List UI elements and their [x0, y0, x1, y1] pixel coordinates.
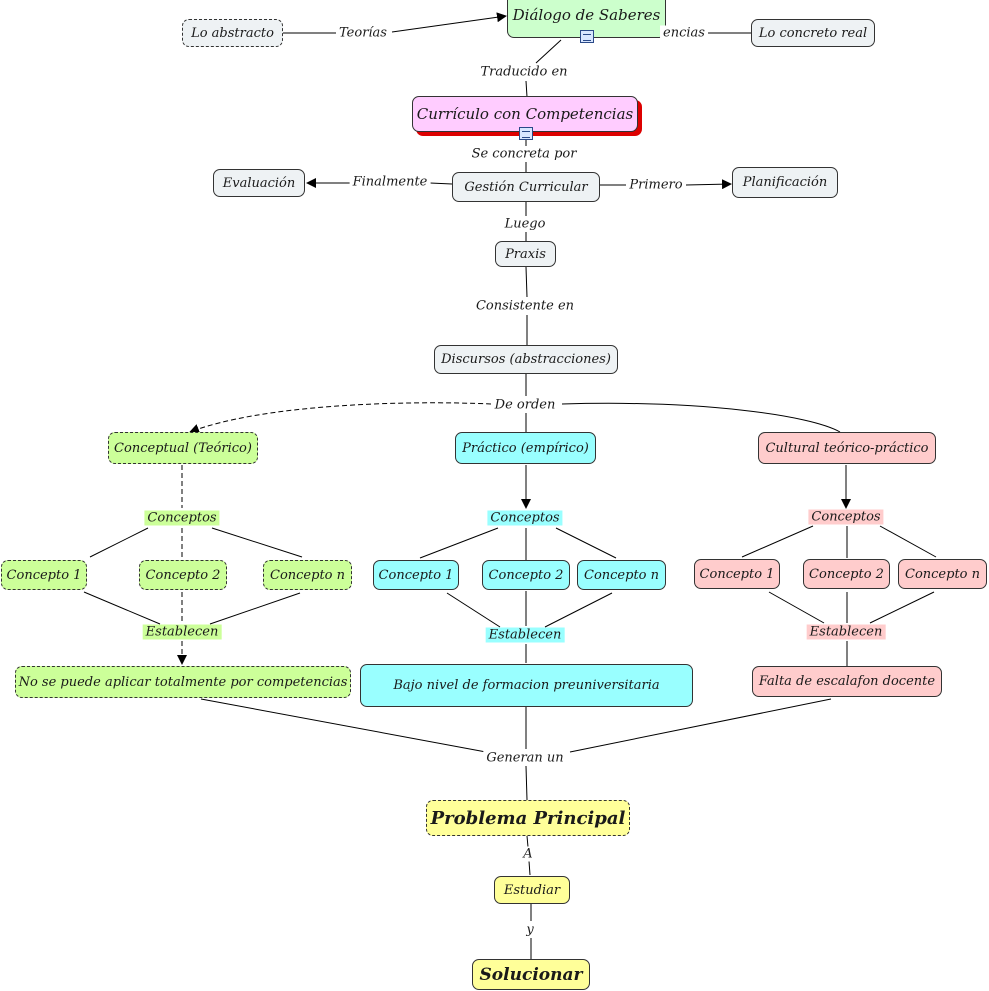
node-cyan-concepto-1[interactable]: Concepto 1	[373, 560, 459, 590]
node-bajo-nivel-formacion[interactable]: Bajo nivel de formacion preuniversitaria	[360, 664, 693, 707]
node-cyan-concepto-n[interactable]: Concepto n	[577, 560, 666, 590]
link-label-establecen-green: Establecen	[142, 624, 222, 640]
node-lo-abstracto[interactable]: Lo abstracto	[182, 19, 283, 47]
node-evaluacion[interactable]: Evaluación	[213, 169, 305, 197]
node-curriculo-con-competencias[interactable]: Currículo con Competencias	[412, 96, 638, 132]
node-no-se-puede-aplicar[interactable]: No se puede aplicar totalmente por compe…	[15, 666, 351, 698]
node-green-concepto-n[interactable]: Concepto n	[263, 560, 352, 590]
link-label-conceptos-cyan: Conceptos	[487, 510, 563, 526]
node-planificacion[interactable]: Planificación	[732, 167, 838, 198]
link-label-finalmente: Finalmente	[349, 174, 431, 190]
link-label-de-orden: De orden	[491, 397, 559, 413]
node-practico-empirico[interactable]: Práctico (empírico)	[455, 432, 596, 464]
link-label-se-concreta-por: Se concreta por	[468, 146, 580, 162]
image-icon[interactable]	[519, 127, 533, 140]
node-problema-principal[interactable]: Problema Principal	[426, 800, 630, 836]
link-label-generan-un: Generan un	[483, 750, 567, 766]
node-cultural-teorico-practico[interactable]: Cultural teórico-práctico	[758, 432, 936, 464]
node-pink-concepto-1[interactable]: Concepto 1	[694, 559, 780, 589]
node-praxis[interactable]: Praxis	[495, 241, 556, 267]
link-label-y: y	[523, 922, 537, 938]
node-dialogo-de-saberes[interactable]: Diálogo de Saberes	[507, 0, 666, 38]
document-icon[interactable]	[580, 30, 594, 43]
node-estudiar[interactable]: Estudiar	[494, 876, 570, 904]
link-label-primero: Primero	[626, 177, 686, 193]
link-label-conceptos-green: Conceptos	[144, 510, 220, 526]
node-gestion-curricular[interactable]: Gestión Curricular	[452, 172, 600, 202]
node-green-concepto-1[interactable]: Concepto 1	[1, 560, 87, 590]
node-falta-escalafon-docente[interactable]: Falta de escalafon docente	[752, 666, 942, 697]
link-label-consistente-en: Consistente en	[472, 298, 578, 314]
node-discursos[interactable]: Discursos (abstracciones)	[434, 345, 618, 374]
node-conceptual-teorico[interactable]: Conceptual (Teórico)	[108, 432, 258, 464]
link-label-traducido-en: Traducido en	[477, 64, 571, 80]
node-lo-concreto-real[interactable]: Lo concreto real	[751, 19, 875, 47]
node-pink-concepto-n[interactable]: Concepto n	[898, 559, 987, 589]
link-label-vivencias: encias	[660, 25, 708, 41]
link-label-conceptos-pink: Conceptos	[808, 509, 884, 525]
node-solucionar[interactable]: Solucionar	[472, 959, 590, 990]
link-label-teorias: Teorías	[336, 25, 390, 41]
link-label-luego: Luego	[501, 216, 549, 232]
node-cyan-concepto-2[interactable]: Concepto 2	[482, 560, 570, 590]
link-label-a: A	[520, 846, 536, 862]
node-green-concepto-2[interactable]: Concepto 2	[139, 560, 227, 590]
node-pink-concepto-2[interactable]: Concepto 2	[803, 559, 890, 589]
link-label-establecen-cyan: Establecen	[485, 627, 565, 643]
link-label-establecen-pink: Establecen	[806, 624, 886, 640]
